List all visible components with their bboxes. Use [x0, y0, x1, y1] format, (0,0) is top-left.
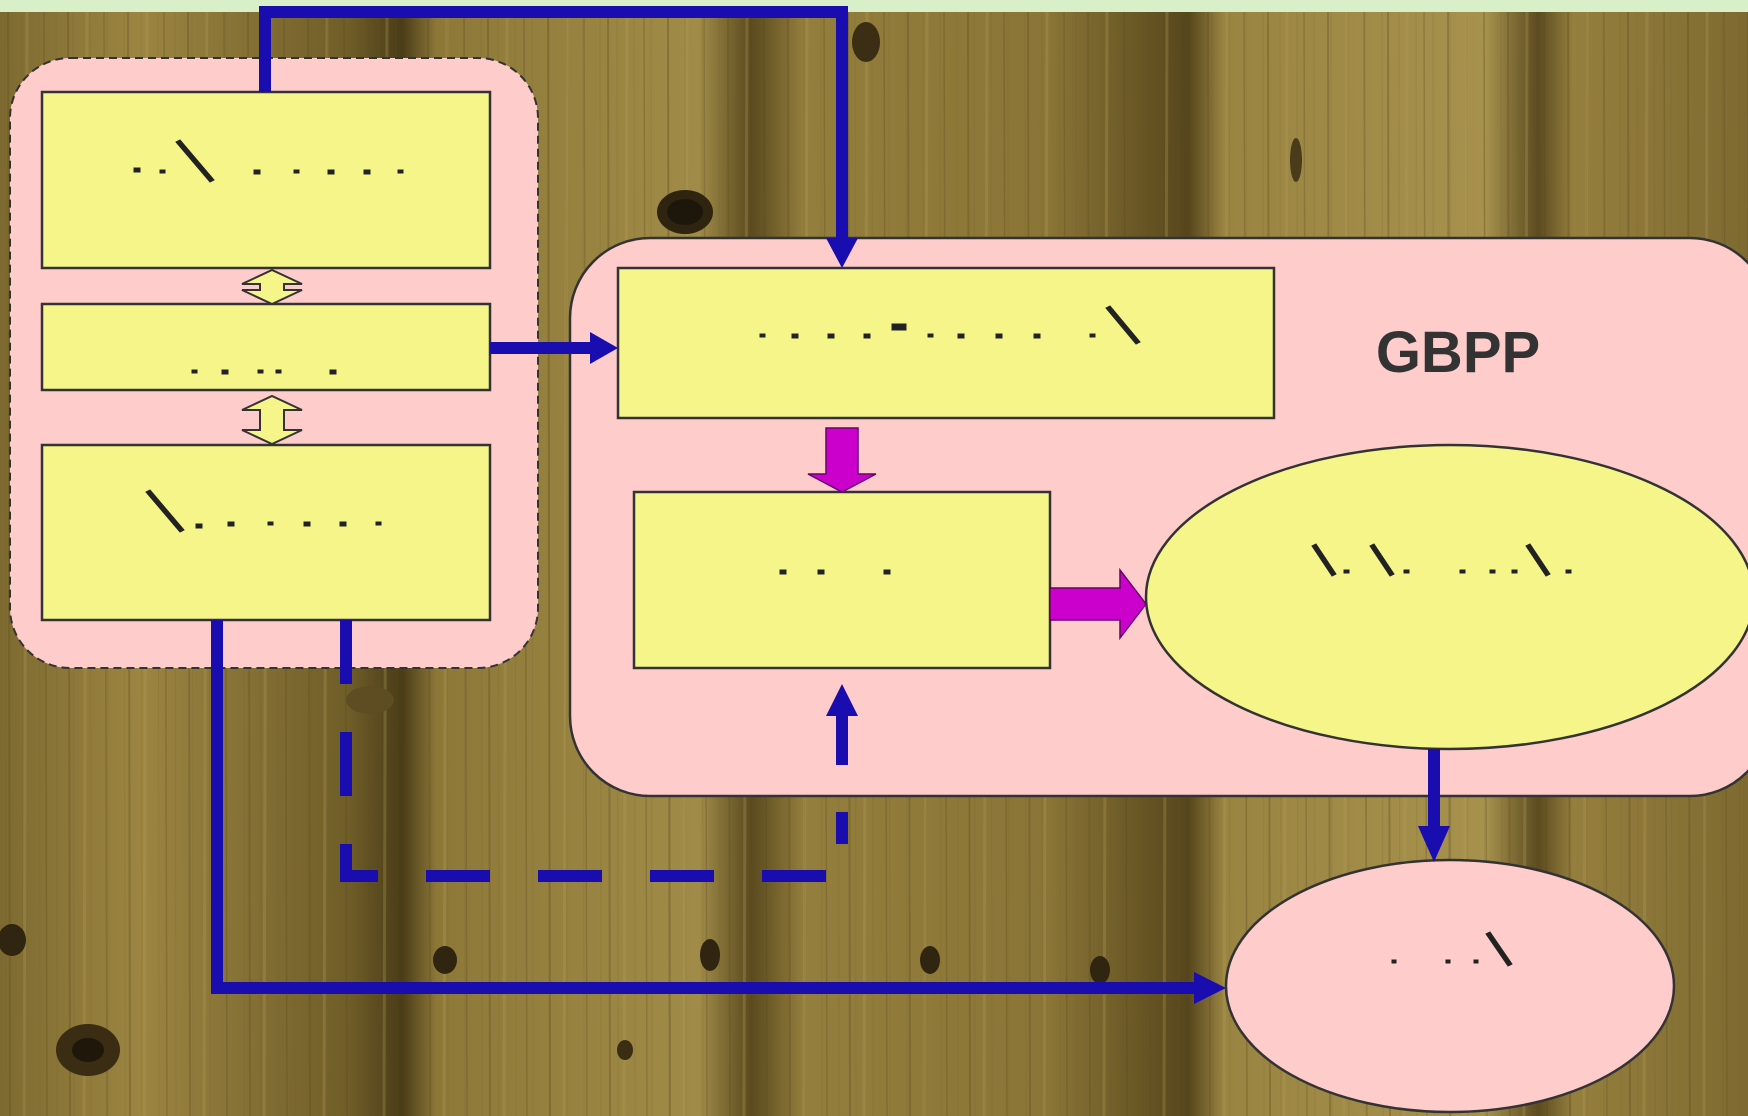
double-arrow-middle-bottom	[241, 394, 303, 446]
arrowhead-into-output	[1194, 972, 1226, 1004]
output-ellipse	[1224, 858, 1676, 1114]
connector-bottom-to-output	[211, 620, 1196, 994]
blue-arrowheads	[590, 238, 1450, 1004]
blue-connectors	[211, 6, 1440, 994]
left-box-bottom	[40, 443, 492, 622]
arrowhead-up-into-middle	[826, 684, 858, 716]
gbpp-title: GBPP	[1376, 320, 1540, 385]
arrowhead-ellipse-to-output	[1418, 826, 1450, 862]
glyph-left-middle-dots	[191, 369, 198, 374]
glyph-gbpp-middle-dots	[779, 569, 787, 575]
magenta-arrow-right	[1049, 567, 1147, 641]
gbpp-box-top	[616, 266, 1276, 420]
wood-knots	[0, 22, 1302, 1076]
arrowhead-middle-to-gbpp	[590, 332, 618, 364]
left-box-middle	[40, 302, 492, 392]
glyph-left-top-dots	[133, 167, 141, 173]
gbpp-ellipse	[1144, 443, 1748, 751]
glyph-output-ellipse	[1485, 931, 1513, 967]
left-box-top	[40, 90, 492, 270]
glyph-left-top	[175, 139, 215, 183]
glyph-gbpp-ellipse	[1311, 543, 1337, 577]
glyph-gbpp-top-dash	[891, 323, 907, 331]
gbpp-box-middle	[632, 490, 1052, 670]
glyph-left-bottom	[145, 489, 185, 533]
double-arrow-top-middle	[241, 268, 303, 306]
illegible-marks	[133, 139, 1572, 967]
connector-top-loop	[259, 6, 848, 246]
magenta-arrow-down	[807, 427, 877, 493]
connector-dashed	[340, 620, 848, 882]
arrowhead-into-gbpp-top	[826, 238, 858, 268]
